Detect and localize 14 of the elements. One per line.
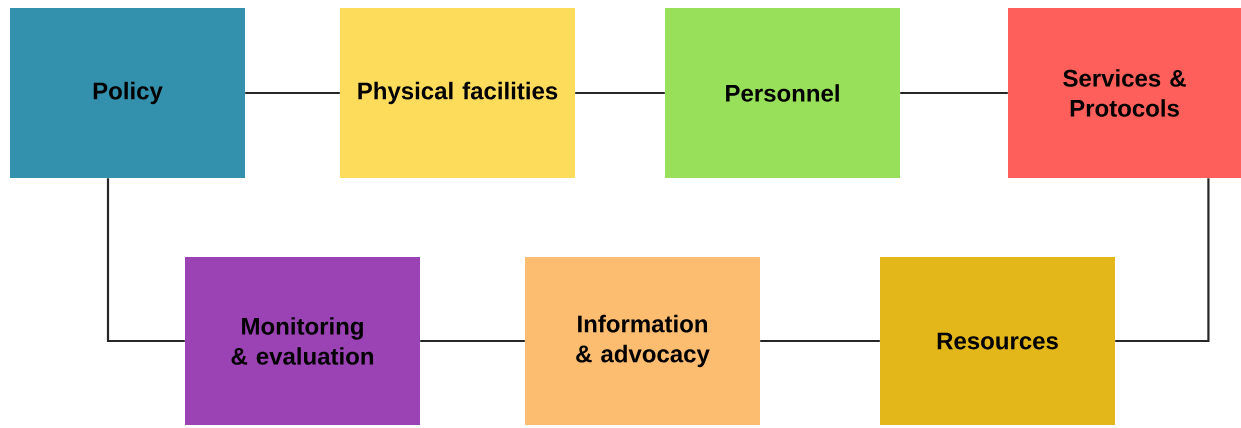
connector-line [106,178,185,343]
process-box: Services & Protocols [1008,8,1241,178]
connector-line [760,339,880,343]
process-box: Physical facilities [340,8,575,178]
process-box: Monitoring & evaluation [185,257,420,425]
connector-line [420,339,525,343]
connector-line [1115,178,1210,343]
process-box: Resources [880,257,1115,425]
process-box: Policy [10,8,245,178]
connector-line [245,91,340,95]
connector-line [900,91,1008,95]
connector-line [575,91,665,95]
process-box: Personnel [665,8,900,178]
process-box: Information & advocacy [525,257,760,425]
